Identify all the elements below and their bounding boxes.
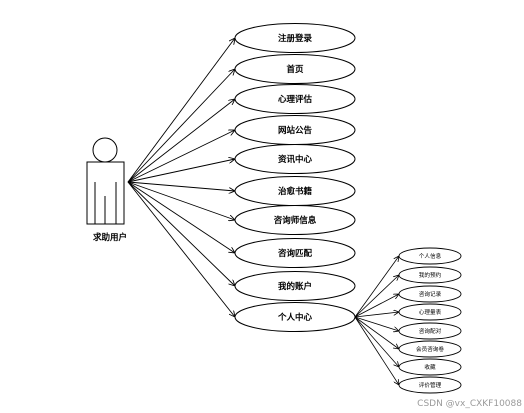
association-line — [127, 181, 235, 286]
sub-use-case-label: 收藏 — [424, 363, 436, 371]
sub-use-case-ellipse — [398, 266, 462, 284]
association-line — [127, 181, 235, 191]
association-line — [127, 181, 235, 317]
sub-use-case-label: 心理量表 — [419, 308, 442, 316]
use-case: 资讯中心 — [234, 144, 356, 174]
sub-use-case: 咨询配对 — [398, 322, 462, 340]
sub-use-case: 个人信息 — [398, 247, 462, 265]
association-line — [127, 99, 235, 183]
use-case-label: 我的账户 — [278, 281, 312, 292]
watermark: CSDN @vx_CXKF10088 — [417, 399, 522, 409]
sub-use-case-ellipse — [398, 376, 462, 394]
use-case-label: 网站公告 — [278, 125, 313, 136]
use-case-ellipse — [234, 205, 356, 235]
sub-use-case-ellipse — [398, 247, 462, 265]
sub-use-case-label: 评价管理 — [419, 381, 442, 389]
sub-use-case-ellipse — [398, 303, 462, 321]
association-line — [127, 69, 235, 183]
sub-associations — [354, 256, 399, 385]
use-case: 心理评估 — [234, 84, 356, 114]
use-case: 咨询匹配 — [234, 238, 356, 268]
sub-association-line — [354, 256, 399, 318]
sub-use-case: 会员咨询卷 — [398, 340, 462, 358]
sub-use-case-ellipse — [398, 340, 462, 358]
sub-use-case-ellipse — [398, 322, 462, 340]
use-case-ellipse — [234, 238, 356, 268]
sub-use-case: 收藏 — [398, 358, 462, 376]
associations — [127, 38, 235, 317]
sub-association-line — [354, 294, 399, 318]
use-case-label: 资讯中心 — [278, 154, 313, 165]
association-line — [127, 159, 235, 183]
use-case: 咨询师信息 — [234, 205, 356, 235]
use-case-ellipse — [234, 144, 356, 174]
use-case-label: 咨询匹配 — [278, 248, 313, 259]
sub-use-case-label: 咨询配对 — [419, 327, 442, 335]
actor: 求助用户 — [86, 137, 127, 243]
use-case-label: 首页 — [286, 64, 304, 75]
association-line — [127, 38, 235, 183]
use-case-label: 个人中心 — [277, 312, 313, 323]
sub-association-line — [354, 316, 399, 385]
sub-association-line — [354, 316, 399, 367]
sub-use-case: 我的预约 — [398, 266, 462, 284]
use-case: 首页 — [234, 54, 356, 84]
use-case: 网站公告 — [234, 115, 356, 145]
use-case-ellipse — [234, 23, 356, 53]
actor-label: 求助用户 — [93, 232, 127, 243]
sub-association-line — [354, 312, 399, 318]
sub-use-case-label: 咨询记录 — [419, 290, 442, 298]
sub-use-case: 心理量表 — [398, 303, 462, 321]
use-case: 我的账户 — [234, 271, 356, 301]
sub-use-case-ellipse — [398, 358, 462, 376]
use-case: 治愈书籍 — [234, 176, 356, 206]
sub-use-case-label: 我的预约 — [419, 271, 442, 279]
sub-association-line — [354, 316, 399, 331]
actor-head — [92, 137, 118, 163]
sub-use-case-label: 个人信息 — [419, 252, 442, 260]
association-line — [127, 181, 235, 253]
association-line — [127, 130, 235, 183]
sub-association-line — [354, 275, 399, 318]
sub-use-case-ellipse — [398, 285, 462, 303]
use-case: 个人中心 — [234, 302, 356, 332]
use-case-ellipse — [234, 84, 356, 114]
use-case-label: 注册登录 — [278, 33, 313, 44]
sub-use-case-label: 会员咨询卷 — [416, 345, 444, 353]
use-case: 注册登录 — [234, 23, 356, 53]
use-case-label: 心理评估 — [278, 94, 313, 105]
sub-use-case: 评价管理 — [398, 376, 462, 394]
sub-association-line — [354, 316, 399, 349]
use-case-label: 治愈书籍 — [278, 186, 313, 197]
sub-use-case: 咨询记录 — [398, 285, 462, 303]
use-case-ellipse — [234, 54, 356, 84]
use-case-ellipse — [234, 271, 356, 301]
use-case-label: 咨询师信息 — [274, 215, 317, 226]
association-line — [127, 181, 235, 220]
